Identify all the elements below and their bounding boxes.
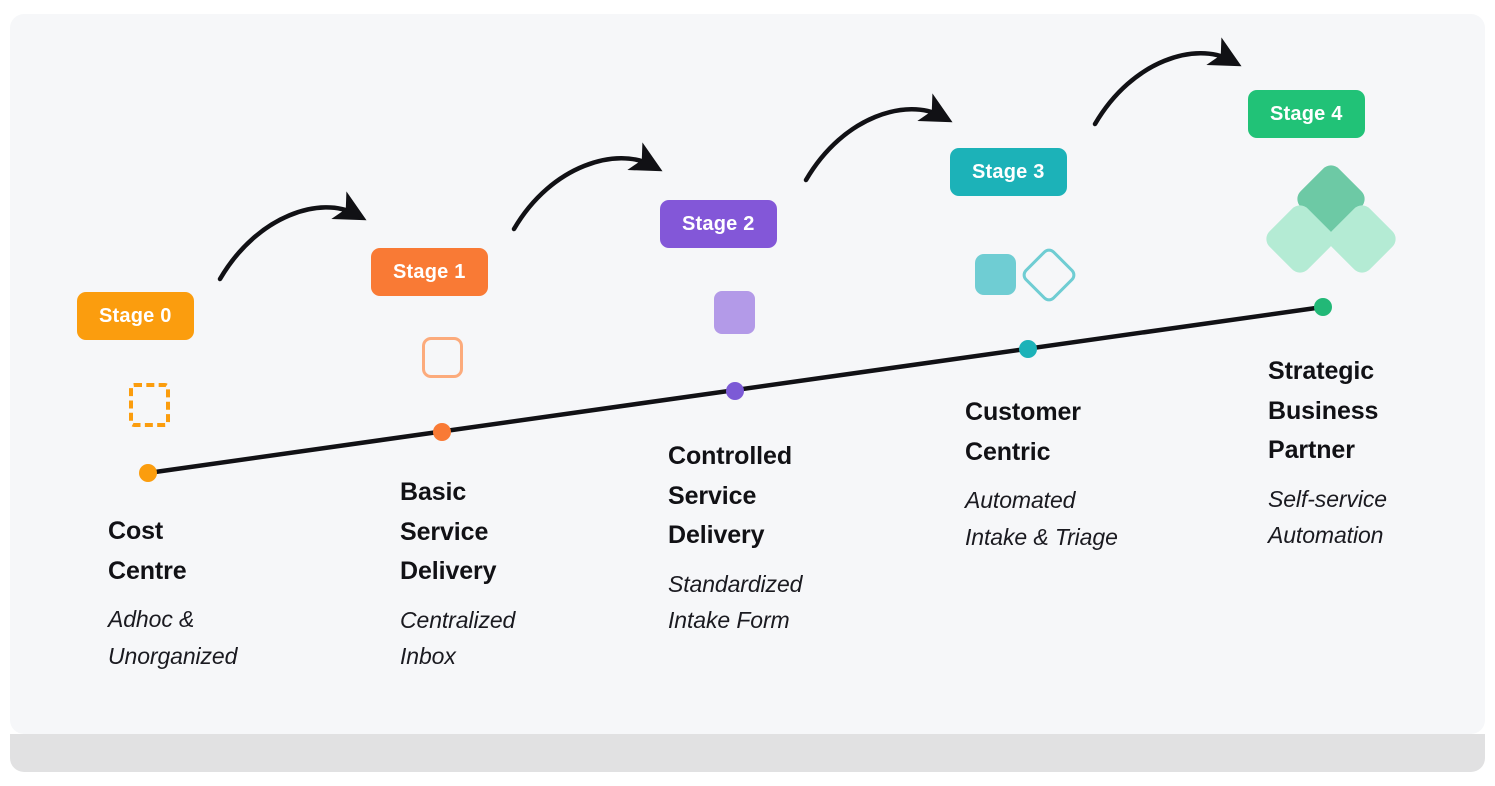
diagram-card: Stage 0 Cost Centre Adhoc & Unorganized … — [10, 14, 1485, 734]
stage-title-line: Service — [400, 517, 489, 546]
stage-dot-1 — [433, 423, 451, 441]
stage-badge-4[interactable]: Stage 4 — [1248, 90, 1365, 138]
stage-subtitle-0: Adhoc & Unorganized — [108, 601, 358, 675]
stage-badge-1[interactable]: Stage 1 — [371, 248, 488, 296]
arrow-stage1-to-stage2 — [511, 142, 663, 232]
stage-subtitle-1: Centralized Inbox — [400, 602, 650, 676]
stage-title-line: Cost — [108, 517, 164, 545]
stage-title-line: Customer — [965, 398, 1081, 426]
stage-subtitle-4: Self-service Automation — [1268, 481, 1485, 555]
arrow-stage3-to-stage4 — [1092, 37, 1242, 127]
stage-subtitle-line: Automated — [965, 487, 1076, 513]
square-and-diamond-icon — [975, 245, 1087, 305]
stage-dot-3 — [1019, 340, 1037, 358]
stage-subtitle-line: Inbox — [400, 643, 456, 670]
stage-title-1: Basic Service Delivery — [400, 473, 650, 592]
diamond-outline-icon — [1019, 245, 1079, 305]
stage-subtitle-line: Intake Form — [668, 607, 790, 634]
stage-title-line: Centre — [108, 556, 187, 585]
stage-title-line: Partner — [1268, 436, 1355, 464]
stage-dot-4 — [1314, 298, 1332, 316]
arrow-stage0-to-stage1 — [217, 191, 367, 282]
dashed-square-icon — [129, 383, 170, 427]
stage-title-3: Customer Centric — [965, 393, 1245, 472]
stage-title-line: Strategic — [1268, 357, 1375, 385]
stage-title-line: Service — [668, 481, 757, 510]
stage-title-0: Cost Centre — [108, 512, 358, 591]
outlined-square-icon — [422, 337, 463, 378]
stage-subtitle-3: Automated Intake & Triage — [965, 482, 1245, 556]
stage-subtitle-line: Centralized — [400, 606, 516, 633]
stage-dot-0 — [139, 464, 157, 482]
stage-badge-3[interactable]: Stage 3 — [950, 148, 1067, 196]
footer-bar — [10, 734, 1485, 772]
stage-badge-0[interactable]: Stage 0 — [77, 292, 194, 340]
arrow-stage2-to-stage3 — [803, 93, 953, 183]
stage-dot-2 — [726, 382, 744, 400]
stage-title-4: Strategic Business Partner — [1268, 352, 1485, 471]
stage-title-line: Controlled — [668, 442, 792, 470]
stage-subtitle-line: Self-service — [1268, 485, 1387, 512]
stage-title-line: Business — [1268, 396, 1379, 425]
stage-subtitle-line: Standardized — [668, 570, 803, 597]
stage-badge-2[interactable]: Stage 2 — [660, 200, 777, 248]
stage-title-2: Controlled Service Delivery — [668, 437, 948, 556]
stage-subtitle-2: Standardized Intake Form — [668, 566, 948, 640]
stage-subtitle-line: Adhoc & — [108, 606, 195, 632]
stage-subtitle-line: Unorganized — [108, 642, 238, 669]
stage-subtitle-line: Intake & Triage — [965, 523, 1118, 550]
three-diamonds-icon — [1261, 160, 1401, 278]
filled-square-icon — [975, 254, 1016, 295]
stage-title-line: Delivery — [668, 521, 765, 549]
stage-title-line: Basic — [400, 478, 467, 506]
diagram-canvas — [139, 37, 1332, 482]
stage-title-line: Centric — [965, 437, 1051, 466]
stage-subtitle-line: Automation — [1268, 522, 1384, 549]
stage-title-line: Delivery — [400, 557, 497, 585]
filled-square-icon — [714, 291, 755, 334]
